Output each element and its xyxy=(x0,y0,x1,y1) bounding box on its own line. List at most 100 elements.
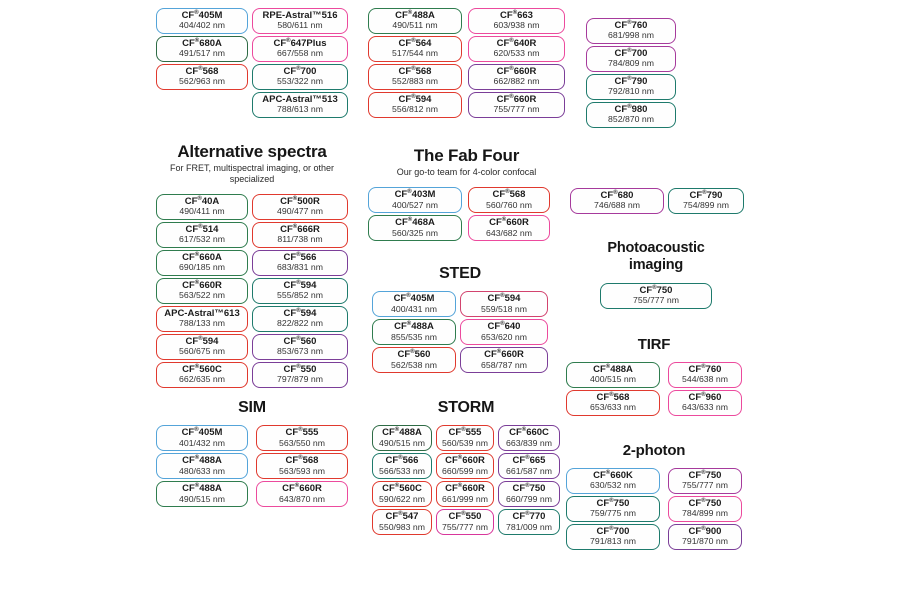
dye-value: 661/999 nm xyxy=(442,493,488,504)
dye-name: CF®566 xyxy=(385,454,419,466)
dye-name: CF®488A xyxy=(395,9,435,21)
dye-value: 491/517 nm xyxy=(179,48,225,59)
dye-value: 643/870 nm xyxy=(279,493,325,504)
dye-name: CF®750 xyxy=(596,497,630,509)
dye-name: CF®900 xyxy=(688,525,722,537)
dye-value: 643/633 nm xyxy=(682,402,728,413)
dye-value: 566/533 nm xyxy=(379,465,425,476)
dye-value: 400/515 nm xyxy=(590,374,636,385)
dye-value: 662/882 nm xyxy=(493,76,540,87)
dye-name: CF®40A xyxy=(184,195,220,207)
dye-value: 553/322 nm xyxy=(277,76,323,87)
dye-name: CF®403M xyxy=(394,188,436,200)
dye-name: CF®594 xyxy=(283,307,317,319)
dye-name: APC-Astral™513 xyxy=(262,93,338,105)
section-subtitle: For FRET, multispectral imaging, or othe… xyxy=(169,163,335,185)
dye-name: CF®647Plus xyxy=(273,37,327,49)
dye-name: CF®568 xyxy=(596,391,630,403)
dye-value: 852/870 nm xyxy=(608,114,654,125)
dye-value: 552/883 nm xyxy=(392,76,438,87)
dye-value: 690/185 nm xyxy=(179,262,225,273)
dye-value: 781/009 nm xyxy=(506,521,552,532)
dye-value: 550/983 nm xyxy=(379,521,425,532)
dye-value: 784/809 nm xyxy=(608,58,654,69)
dye-value: 663/839 nm xyxy=(506,437,552,448)
dye-value: 811/738 nm xyxy=(277,234,323,245)
dye-name: RPE-Astral™516 xyxy=(262,9,338,21)
dye-name: CF®750 xyxy=(688,497,722,509)
dye-value: 400/527 nm xyxy=(392,199,438,210)
dye-value: 490/511 nm xyxy=(392,20,438,31)
dye-value: 853/673 nm xyxy=(277,346,323,357)
dye-name: CF®660K xyxy=(593,469,633,481)
dye-value: 563/550 nm xyxy=(279,437,325,448)
dye-name: CF®468A xyxy=(395,216,435,228)
dye-name: CF®790 xyxy=(689,189,723,201)
dye-name: CF®640 xyxy=(487,320,521,332)
section-title: Alternative spectra xyxy=(177,142,327,161)
dye-value: 653/620 nm xyxy=(481,331,527,342)
dye-value: 563/522 nm xyxy=(179,290,225,301)
dye-value: 792/810 nm xyxy=(608,86,654,97)
dye-name: CF®566 xyxy=(283,251,317,263)
dye-value: 617/532 nm xyxy=(179,234,225,245)
dye-name: CF®660R xyxy=(445,454,485,466)
dye-name: CF®550 xyxy=(448,510,482,522)
dye-name: CF®680 xyxy=(600,189,634,201)
dye-name: CF®663 xyxy=(500,9,533,21)
dye-value: 580/611 nm xyxy=(277,20,323,31)
dye-name: APC-Astral™613 xyxy=(164,307,240,319)
dye-name: CF®405M xyxy=(181,9,223,21)
dye-value: 681/998 nm xyxy=(608,30,654,41)
dye-name: CF®547 xyxy=(385,510,419,522)
dye-value: 759/775 nm xyxy=(590,508,636,519)
dye-value: 555/852 nm xyxy=(277,290,323,301)
